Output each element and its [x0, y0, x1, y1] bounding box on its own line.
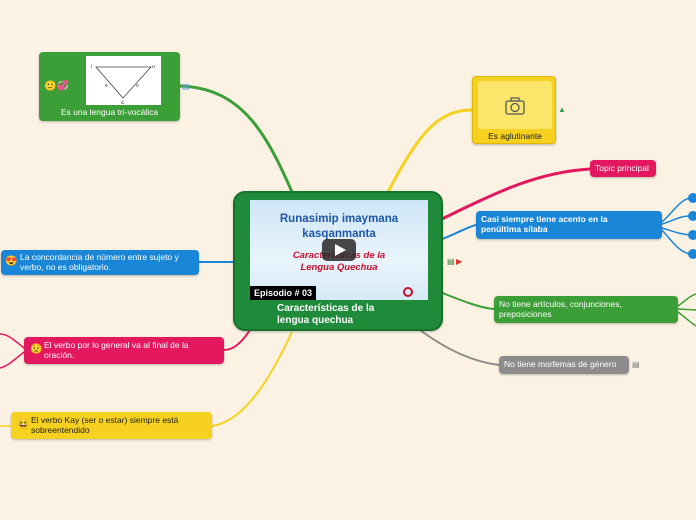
- node-verb-line-1: El verbo por lo general va al final de l…: [44, 340, 189, 350]
- node-gender-label: No tiene morfemas de género: [504, 359, 617, 369]
- link-topic: [439, 167, 591, 222]
- video-thumbnail[interactable]: Runasimip imaymana kasqanmanta Caracterí…: [250, 200, 428, 300]
- link-kay: [211, 331, 293, 427]
- node-agreement[interactable]: 😍 La concordancia de número entre sujeto…: [1, 250, 199, 275]
- node-kay-line-1: El verbo Kay (ser o estar) siempre está: [31, 415, 179, 425]
- central-topic[interactable]: Runasimip imaymana kasqanmanta Caracterí…: [233, 191, 443, 331]
- node-agglutinative-label: Es aglutinante: [488, 131, 542, 141]
- link-accent-sub-4: [661, 229, 691, 255]
- node-verb-line-2: oración.: [44, 349, 75, 360]
- link-articles: [439, 291, 495, 310]
- link-verb-sub-2: [0, 351, 25, 369]
- thumbnail-subtitle-2: Lengua Quechua: [300, 262, 378, 273]
- agglutinative-image-placeholder: [478, 81, 552, 129]
- node-topic-label: Topic principal: [595, 163, 649, 173]
- episode-label: Episodio # 03: [250, 286, 317, 300]
- node-agreement-line-2: verbo, no es obligatorio.: [20, 261, 111, 272]
- youtube-icon[interactable]: ▶: [456, 257, 463, 266]
- link-verb: [223, 329, 251, 351]
- link-verb-sub-1: [0, 333, 25, 349]
- accent-subnode-1[interactable]: [688, 193, 696, 203]
- smile-and-hearts-emoji: 🙂💞: [44, 81, 69, 92]
- vowel-label-i: i: [91, 64, 92, 70]
- google-drive-icon[interactable]: ▲: [558, 105, 566, 114]
- link-articles-sub-1: [677, 293, 696, 307]
- vowel-label-a: a: [121, 100, 124, 105]
- link-articles-sub-2: [677, 308, 696, 311]
- link-trivocalic: [179, 84, 294, 193]
- play-button[interactable]: [322, 239, 356, 261]
- worried-face-emoji: 😟: [30, 344, 43, 355]
- node-accent-line-2: penúltima sílaba: [481, 223, 548, 234]
- heart-eyes-emoji: 😍: [5, 256, 18, 267]
- vowel-label-o: o: [136, 83, 139, 89]
- node-verb[interactable]: 😟 El verbo por lo general va al final de…: [24, 337, 224, 364]
- node-accent[interactable]: Casi siempre tiene acento en la penúltim…: [476, 211, 662, 239]
- link-accent: [439, 224, 477, 241]
- node-accent-line-1: Casi siempre tiene acento en la: [481, 214, 608, 224]
- accent-subnode-3[interactable]: [688, 230, 696, 240]
- accent-subnode-4[interactable]: [688, 249, 696, 259]
- link-gender: [419, 329, 500, 366]
- accent-subnode-2[interactable]: [688, 211, 696, 221]
- thumbnail-title-1: Runasimip imaymana: [279, 213, 399, 225]
- node-trivocalic-label: Es una lengua tri-vocálica: [60, 107, 159, 117]
- node-articles[interactable]: No tiene artículos, conjunciones, prepos…: [494, 296, 678, 323]
- vowel-triangle-diagram: i u a e o: [91, 64, 155, 106]
- thumbnail-logo: [403, 287, 413, 297]
- vowel-label-u: u: [152, 64, 155, 70]
- link-accent-sub-3: [661, 227, 691, 236]
- link-articles-sub-3: [677, 311, 696, 327]
- central-title-line-2: lengua quechua: [277, 315, 354, 326]
- vowel-triangle-image: i u a e o: [86, 56, 161, 106]
- grinning-face-emoji: 😆: [17, 419, 30, 430]
- link-agglutinative: [386, 108, 473, 193]
- node-agglutinative[interactable]: Es aglutinante: [472, 76, 556, 144]
- node-articles-line-1: No tiene artículos, conjunciones,: [499, 299, 622, 309]
- vowel-label-e: e: [105, 83, 108, 89]
- node-topic[interactable]: Topic principal: [590, 160, 656, 177]
- camera-icon: [505, 97, 525, 115]
- node-trivocalic[interactable]: i u a e o 🙂💞 Es una lengua tri-vocálica: [39, 52, 180, 121]
- node-gender[interactable]: No tiene morfemas de género: [499, 356, 629, 374]
- link-accent-sub-2: [661, 215, 691, 225]
- note-icon[interactable]: ▤: [447, 257, 455, 266]
- note-icon-gender[interactable]: ▤: [632, 360, 640, 369]
- note-icon-trivocalic[interactable]: ▤: [182, 82, 190, 91]
- node-kay-line-2: sobreentendido: [31, 424, 90, 435]
- node-kay[interactable]: 😆 El verbo Kay (ser o estar) siempre est…: [11, 412, 212, 439]
- central-title-line-1: Características de la: [277, 303, 375, 314]
- node-articles-line-2: preposiciones: [499, 308, 552, 319]
- node-agreement-line-1: La concordancia de número entre sujeto y: [20, 252, 179, 262]
- thumbnail-title-2: kasqanmanta: [302, 228, 376, 240]
- play-icon: [335, 244, 346, 256]
- link-accent-sub-1: [661, 197, 691, 223]
